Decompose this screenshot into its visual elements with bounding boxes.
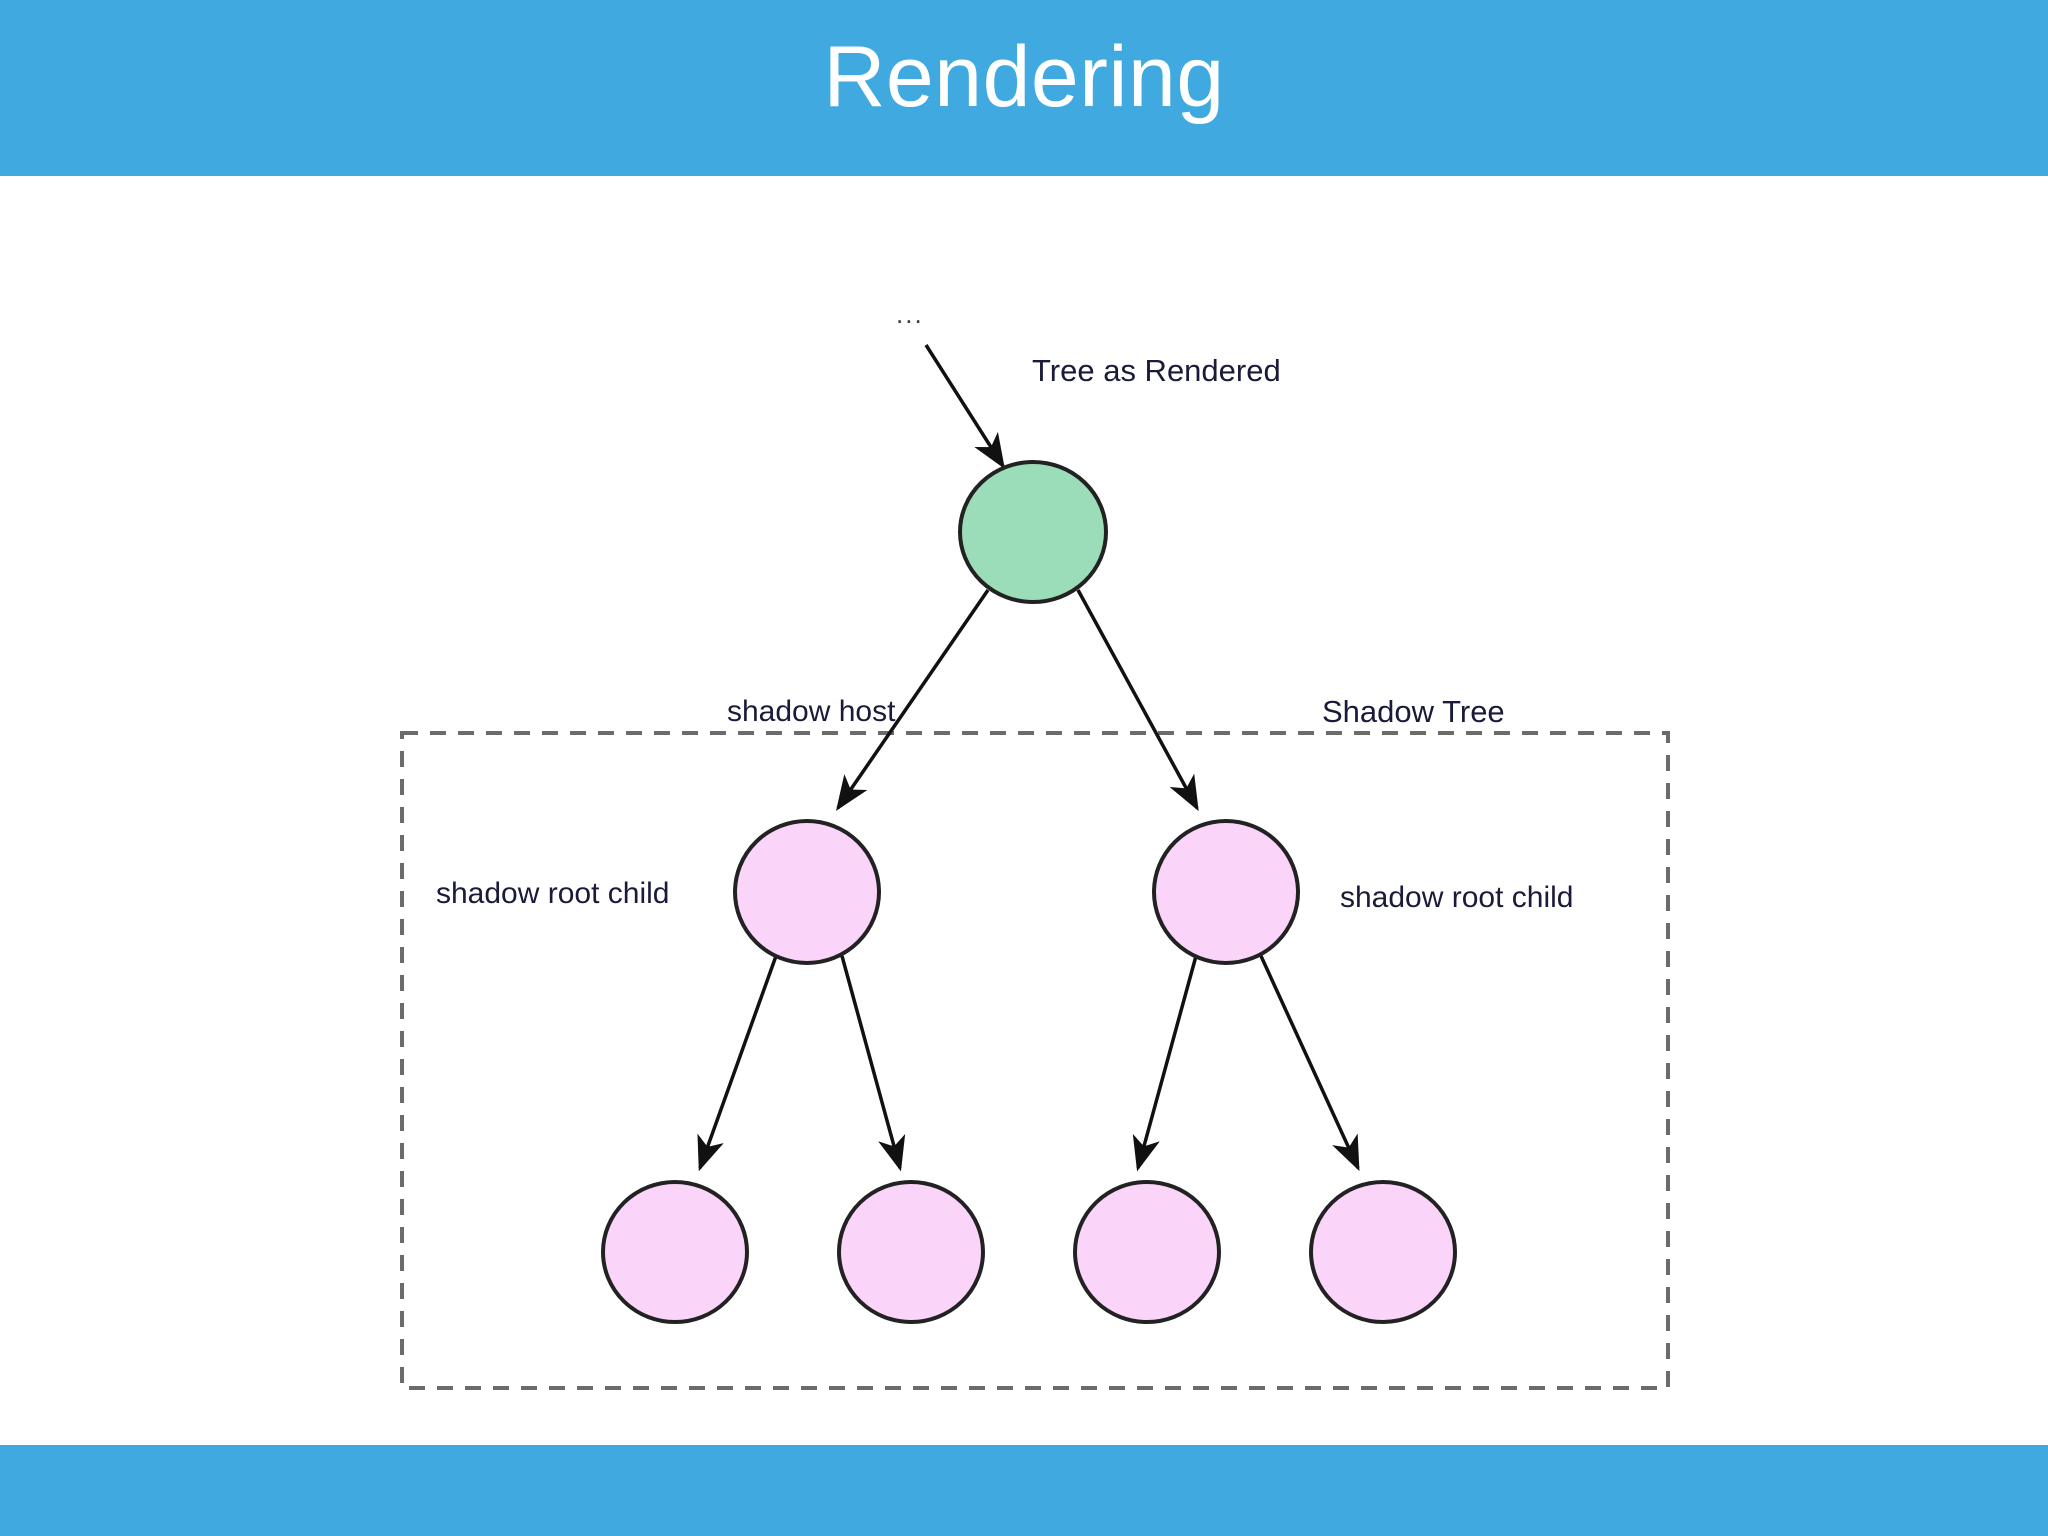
shadow-host-label: shadow host	[727, 695, 896, 728]
slide-footer-bar	[0, 1445, 2048, 1536]
node-shadow-leaf-3[interactable]	[1073, 1180, 1221, 1324]
node-shadow-host[interactable]	[958, 460, 1108, 604]
edge-child-left-to-leaf-2	[840, 955, 906, 1172]
shadow-dom-tree-diagram: ... Tree as Rendered shadow host Shadow …	[400, 299, 1670, 1390]
node-shadow-leaf-2[interactable]	[837, 1180, 985, 1324]
page-title: Rendering	[823, 29, 1225, 125]
shadow-tree-boundary	[400, 731, 1670, 1390]
edge-ellipsis-to-host	[924, 344, 1005, 469]
shadow-tree-label: Shadow Tree	[1322, 694, 1505, 729]
node-shadow-leaf-4[interactable]	[1309, 1180, 1457, 1324]
node-shadow-root-child-right[interactable]	[1152, 819, 1300, 965]
node-shadow-leaf-1[interactable]	[601, 1180, 749, 1324]
shadow-root-child-right-label: shadow root child	[1340, 881, 1573, 914]
edge-child-right-to-leaf-4	[1259, 955, 1360, 1172]
edge-child-left-to-leaf-1	[697, 955, 778, 1172]
edge-host-to-shadow-root-child-left	[836, 589, 990, 811]
node-shadow-root-child-left[interactable]	[733, 819, 881, 965]
edge-child-right-to-leaf-3	[1132, 955, 1198, 1172]
shadow-root-child-left-label: shadow root child	[436, 877, 669, 910]
ellipsis-label: ...	[896, 299, 924, 329]
slide-header-bar	[0, 0, 2048, 176]
tree-as-rendered-label: Tree as Rendered	[1032, 353, 1281, 388]
edge-host-to-shadow-root-child-right	[1076, 589, 1199, 812]
